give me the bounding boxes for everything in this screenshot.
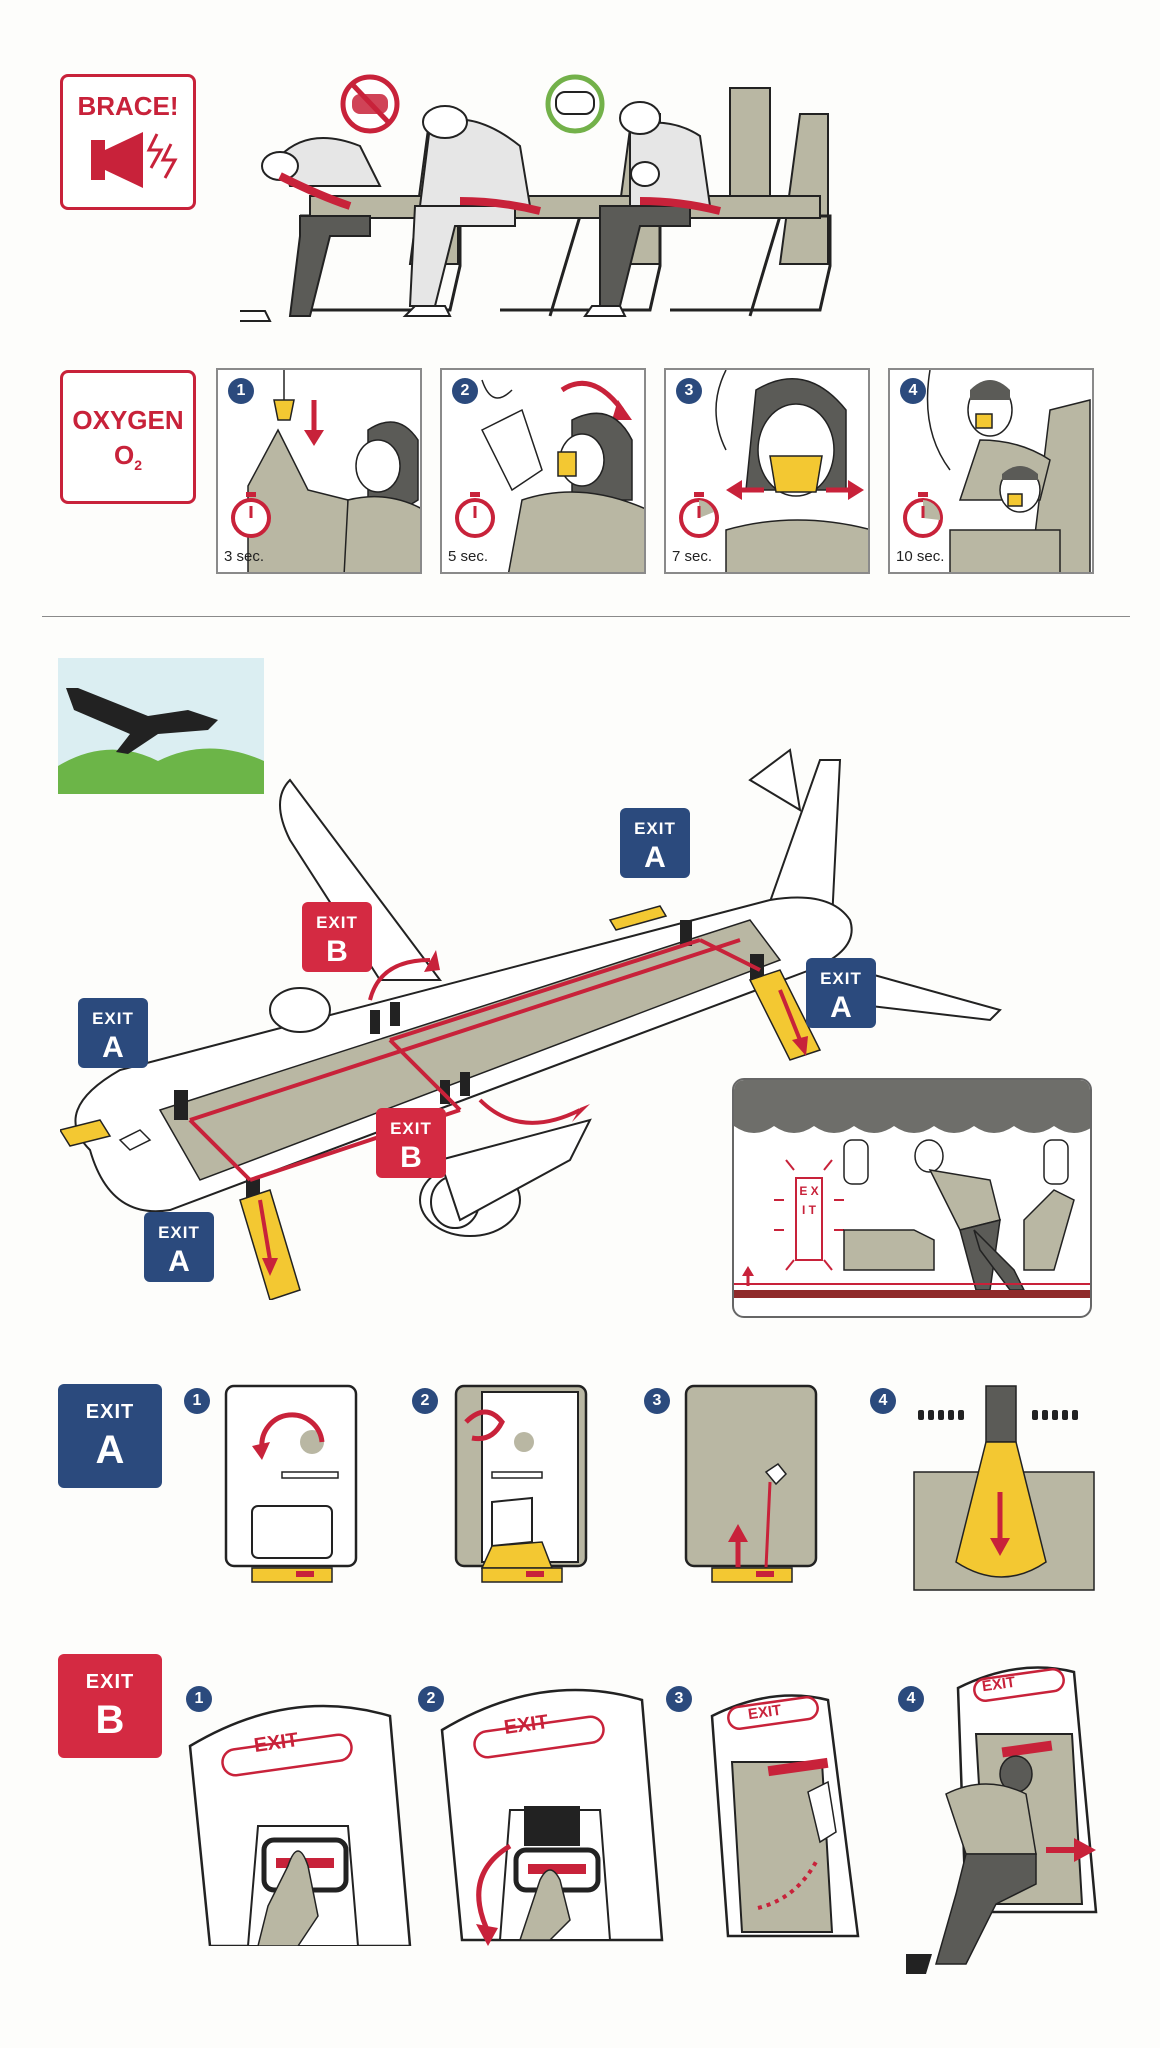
exit-b-tag-upper-letter: B xyxy=(326,935,348,968)
exit-a-tag-right: EXIT A xyxy=(806,958,876,1028)
oxygen-step-4-scene xyxy=(926,370,1091,572)
exit-b-tag-lower-letter: B xyxy=(400,1141,422,1174)
oxygen-step-1-scene xyxy=(247,370,420,572)
exit-b-section-word: EXIT xyxy=(85,1671,135,1693)
exit-a-step-3-number: 3 xyxy=(644,1388,670,1414)
exit-a-step-3-illustration xyxy=(684,1384,818,1583)
brace-illustration xyxy=(240,74,832,322)
exit-a-tag-left: EXIT A xyxy=(78,998,148,1068)
exit-b-step-4-number: 4 xyxy=(898,1686,924,1712)
exit-b-step-2-number: 2 xyxy=(418,1686,444,1712)
oxygen-step-1-time: 3 sec. xyxy=(224,548,265,565)
exit-b-tag-lower: EXIT B xyxy=(376,1108,446,1178)
exit-b-step-2-illustration xyxy=(440,1688,664,1946)
oxygen-step-4-panel: 4 10 sec. xyxy=(888,368,1094,574)
oxygen-step-2-number: 2 xyxy=(452,378,478,404)
airplane-exits-diagram xyxy=(60,748,1002,1300)
stopwatch-icon xyxy=(455,492,495,538)
exit-a-step-1-illustration xyxy=(224,1384,358,1583)
stopwatch-icon xyxy=(231,492,271,538)
exit-a-section-letter: A xyxy=(95,1428,125,1472)
smoke-cabin-scene xyxy=(734,1080,1090,1298)
oxygen-formula: O2 xyxy=(63,440,193,473)
smoke-cabin-inset: E X I T xyxy=(732,1078,1092,1318)
exit-b-tag-upper-word: EXIT xyxy=(316,913,358,932)
exit-a-step-2-number: 2 xyxy=(412,1388,438,1414)
exit-b-tag-upper: EXIT B xyxy=(302,902,372,972)
exit-a-step-4-illustration xyxy=(913,1385,1095,1591)
hands-icon xyxy=(545,74,605,134)
exit-a-tag-left-letter: A xyxy=(102,1031,124,1064)
oxygen-step-4-time: 10 sec. xyxy=(896,548,945,565)
exit-b-step-1-illustration xyxy=(188,1704,412,1946)
exit-a-step-1-number: 1 xyxy=(184,1388,210,1414)
oxygen-step-1-number: 1 xyxy=(228,378,254,404)
brace-position-icon xyxy=(91,132,178,188)
exit-a-tag-right-word: EXIT xyxy=(820,969,862,988)
exit-a-tag-top-word: EXIT xyxy=(634,819,676,838)
stopwatch-icon xyxy=(679,492,719,538)
oxygen-step-3-scene xyxy=(715,370,868,572)
no-hands-icon xyxy=(340,74,400,134)
exit-b-step-1-number: 1 xyxy=(186,1686,212,1712)
airplane-icon xyxy=(58,658,264,794)
oxygen-step-2-panel: 2 5 sec. xyxy=(440,368,646,574)
oxygen-step-4-number: 4 xyxy=(900,378,926,404)
brace-label-box: BRACE! xyxy=(60,74,196,210)
brace-label: BRACE! xyxy=(77,91,179,121)
exit-a-section-word: EXIT xyxy=(85,1401,135,1423)
oxygen-step-2-scene xyxy=(480,379,644,572)
exit-a-tag-top: EXIT A xyxy=(620,808,690,878)
exit-b-step-4-illustration xyxy=(906,1666,1098,1974)
exit-b-section-letter: B xyxy=(95,1698,125,1742)
oxygen-label: OXYGEN xyxy=(72,405,184,435)
exit-a-step-2-illustration xyxy=(454,1384,588,1583)
exit-b-tag-lower-word: EXIT xyxy=(390,1119,432,1138)
oxygen-step-3-panel: 3 7 sec. xyxy=(664,368,870,574)
exit-a-step-4-number: 4 xyxy=(870,1388,896,1414)
oxygen-step-1-panel: 1 3 sec. xyxy=(216,368,422,574)
stopwatch-icon xyxy=(903,492,943,538)
exit-a-tag-right-letter: A xyxy=(830,991,852,1024)
exit-b-step-3-illustration xyxy=(710,1694,860,1938)
exit-a-tag-top-letter: A xyxy=(644,841,666,874)
oxygen-step-2-time: 5 sec. xyxy=(448,548,489,565)
exit-a-tag-bottom: EXIT A xyxy=(144,1212,214,1282)
section-divider xyxy=(42,616,1130,617)
oxygen-step-3-number: 3 xyxy=(676,378,702,404)
exit-a-tag-bottom-word: EXIT xyxy=(158,1223,200,1242)
oxygen-formula-sub: 2 xyxy=(134,457,143,474)
oxygen-step-3-time: 7 sec. xyxy=(672,548,713,565)
exit-b-section-label: EXIT B xyxy=(58,1654,162,1758)
oxygen-label-box: OXYGEN O2 xyxy=(60,370,196,504)
exit-a-section-label: EXIT A xyxy=(58,1384,162,1488)
exit-b-step-3-number: 3 xyxy=(666,1686,692,1712)
exit-sign-vertical: E X I T xyxy=(799,1184,819,1217)
exit-a-tag-bottom-letter: A xyxy=(168,1245,190,1278)
exit-a-tag-left-word: EXIT xyxy=(92,1009,134,1028)
oxygen-formula-main: O xyxy=(113,440,135,470)
